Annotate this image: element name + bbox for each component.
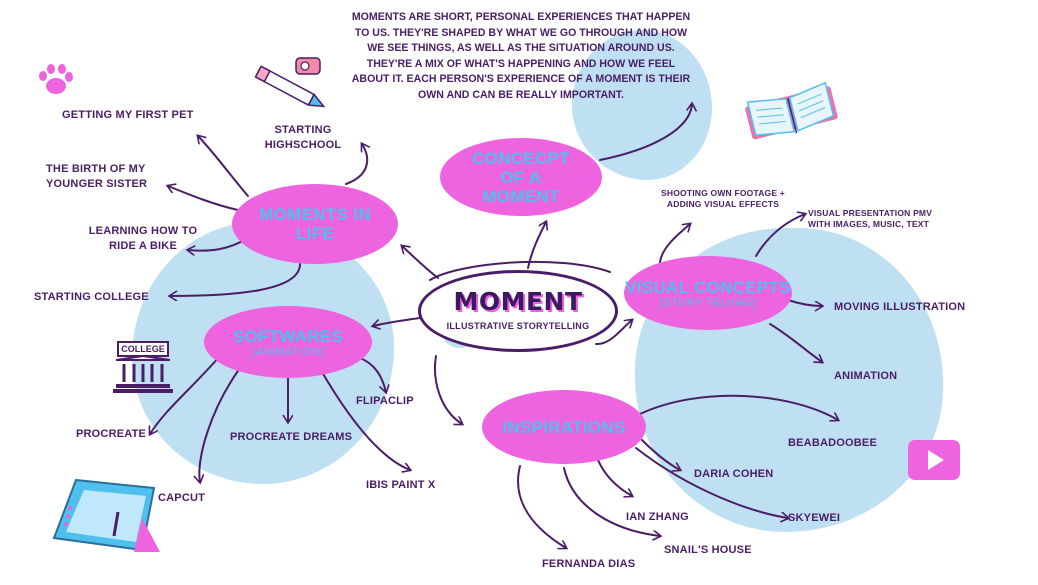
node-visual-concepts: VISUAL CONCEPTS [STORY TELIING]: [624, 256, 792, 330]
node-visual-title: VISUAL CONCEPTS: [625, 277, 791, 297]
central-subtitle: ILLUSTRATIVE STORYTELLING: [446, 321, 590, 331]
edge-soft-flipaclip: [359, 357, 386, 392]
node-moments-title: MOMENTS IN LIFE: [259, 205, 371, 243]
node-moments-in-life: MOMENTS IN LIFE: [232, 184, 398, 264]
label-visual-presentation: VISUAL PRESENTATION PMV WITH IMAGES, MUS…: [808, 208, 933, 229]
central-title: MOMENT: [453, 287, 583, 316]
edge-center-visual: [595, 320, 632, 346]
college-sign-text: COLLEGE: [121, 344, 165, 354]
edge-concept-text: [599, 104, 692, 161]
node-concept-title: CONCECPT OF A MOMENT: [472, 148, 570, 206]
node-softwares-subtitle: [ANIMATION]: [252, 345, 324, 358]
edge-visual-footage: [659, 224, 690, 263]
label-shooting-footage: SHOOTING OWN FOOTAGE + ADDING VISUAL EFF…: [661, 188, 785, 209]
play-button-icon: [908, 440, 960, 480]
label-snails-house: SNAIL'S HOUSE: [664, 544, 752, 556]
label-daria-cohen: DARIA COHEN: [694, 468, 774, 480]
node-softwares: SOFTWARES [ANIMATION]: [204, 306, 372, 378]
edge-center-inspirations: [434, 355, 462, 424]
open-book-icon: [745, 81, 838, 140]
edge-soft-procreate: [150, 355, 221, 434]
node-concept: CONCECPT OF A MOMENT: [440, 138, 602, 216]
label-capcut: CAPCUT: [158, 492, 206, 504]
edge-insp-snail: [563, 467, 660, 536]
drawing-tablet-icon: [52, 478, 160, 552]
edge-center-moments: [402, 246, 439, 279]
edge-moments-pet: [198, 136, 249, 197]
edge-visual-animation: [769, 323, 822, 362]
node-inspirations-title: INSPIRATIONS: [502, 417, 626, 437]
edge-center-concept: [527, 222, 546, 269]
label-procreate-dreams: PROCREATE DREAMS: [230, 431, 353, 443]
label-ibis-paint: IBIS PAINT X: [366, 479, 436, 491]
pencil-icon: [254, 65, 326, 108]
edge-moments-sister: [168, 186, 239, 211]
edge-insp-beabadoobee: [639, 394, 838, 420]
central-node: MOMENT ILLUSTRATIVE STORYTELLING: [418, 270, 618, 352]
concept-description: MOMENTS ARE SHORT, PERSONAL EXPERIENCES …: [351, 11, 691, 101]
edge-visual-pmv: [755, 214, 805, 257]
label-procreate: PROCREATE: [76, 428, 147, 440]
center-scribble: [429, 260, 611, 281]
label-animation: ANIMATION: [834, 370, 898, 382]
label-ride-bike: LEARNING HOW TO RIDE A BIKE: [88, 225, 198, 252]
label-ian-zhang: IAN ZHANG: [626, 511, 689, 523]
label-skyewei: SKYEWEI: [788, 512, 841, 524]
edge-center-softwares: [373, 317, 421, 326]
edge-insp-skyewei: [635, 447, 788, 518]
paw-icon: [39, 64, 73, 94]
college-building-icon: COLLEGE: [112, 338, 174, 394]
edge-visual-moving: [787, 299, 822, 306]
sharpener-icon: [295, 57, 321, 75]
edge-soft-capcut: [199, 367, 241, 482]
edge-insp-daria: [641, 439, 680, 470]
edge-insp-ian: [597, 459, 632, 496]
label-beabadoobee: BEABADOOBEE: [788, 437, 877, 449]
label-fernanda-dias: FERNANDA DIAS: [542, 558, 636, 570]
label-moving-illustration: MOVING ILLUSTRATION: [834, 301, 966, 313]
node-softwares-title: SOFTWARES: [232, 326, 344, 346]
node-visual-subtitle: [STORY TELIING]: [659, 296, 757, 309]
label-flipaclip: FLIPACLIP: [356, 395, 414, 407]
label-first-pet: GETTING MY FIRST PET: [62, 109, 194, 121]
edge-insp-fernanda: [517, 465, 566, 548]
edge-moments-college: [170, 263, 301, 296]
node-inspirations: INSPIRATIONS: [482, 390, 646, 464]
edge-soft-ibis: [321, 371, 410, 470]
label-starting-college: STARTING COLLEGE: [34, 291, 149, 303]
edge-moments-highschool: [345, 144, 367, 185]
label-starting-highschool: STARTING HIGHSCHOOL: [264, 124, 342, 151]
label-birth-sister: THE BIRTH OF MY YOUNGER SISTER: [46, 163, 148, 190]
